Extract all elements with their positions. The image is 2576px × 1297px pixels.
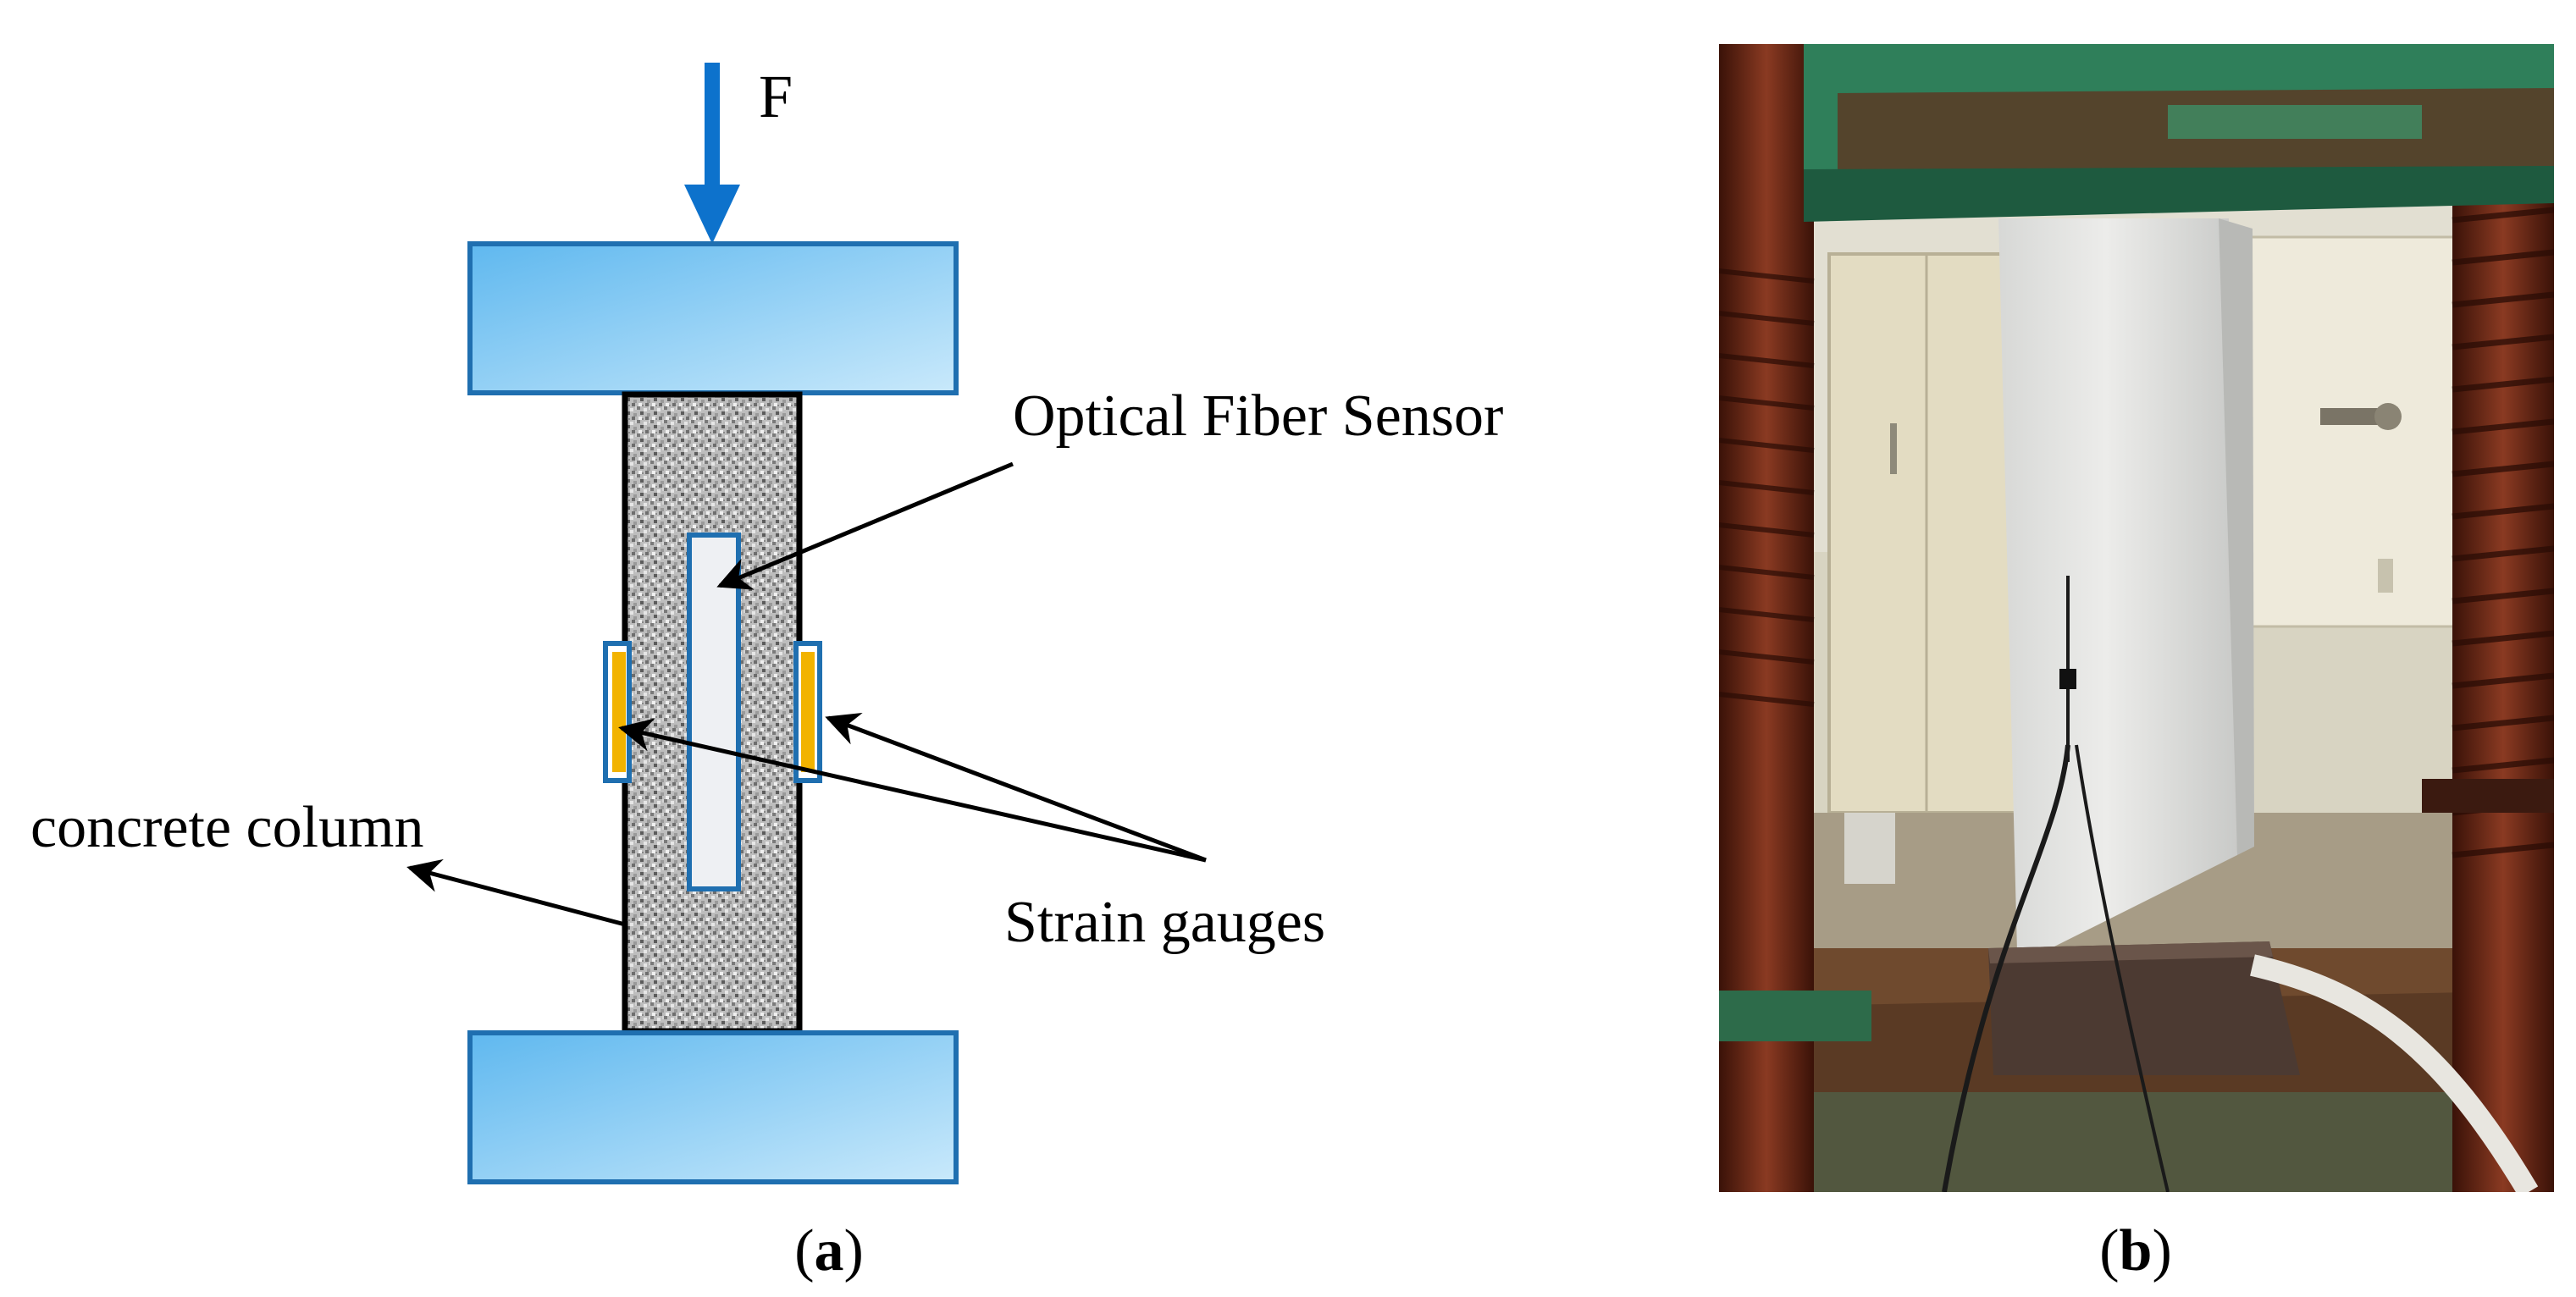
press-rod-right: [2452, 44, 2554, 1192]
bottom-platen: [467, 1030, 959, 1184]
caption-a: (a): [794, 1218, 864, 1283]
caption-b: (b): [2099, 1218, 2172, 1283]
top-platen: [467, 241, 959, 395]
strain-gauge-left: [603, 641, 632, 783]
sensor-leader-arrow: [716, 461, 1014, 590]
photo-base-block: [1988, 941, 2300, 1075]
sensor-label: Optical Fiber Sensor: [1013, 384, 1503, 449]
column-leader-arrow: [406, 858, 626, 927]
force-label: F: [759, 63, 793, 130]
gauge-leader-arrow-left: [618, 718, 1207, 863]
schematic-panel: F Optical Fiber Sensor concrete column S…: [30, 63, 1503, 1283]
optical-fiber-sensor: [687, 533, 741, 891]
photo-panel: (b): [1719, 44, 2554, 1283]
gauge-leader-arrow-right: [825, 712, 1207, 863]
down-arrow-icon: [684, 63, 740, 244]
photo-concrete-column: [1998, 218, 2237, 952]
strain-gauge-right: [793, 641, 822, 783]
photo-ribbon-cable: [2250, 954, 2539, 1192]
column-label: concrete column: [30, 795, 424, 860]
gauges-label: Strain gauges: [1004, 890, 1325, 955]
